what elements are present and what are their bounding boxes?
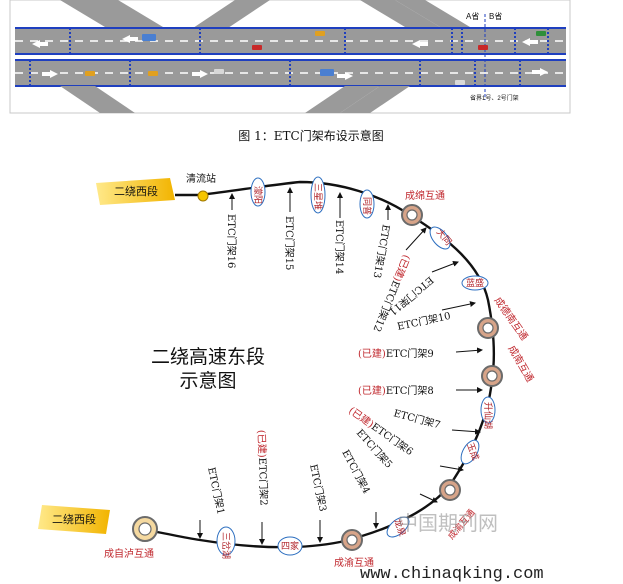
interchange-label: 成渝互通 (334, 556, 374, 569)
interchange-label: 成自泸互通 (104, 547, 154, 560)
interchange-label: 成南互通 (505, 343, 536, 384)
west-segment-bottom-label: 二绕西段 (52, 512, 96, 526)
node-mengyang: 濛阳 (250, 177, 266, 207)
gantry-8: (已建)ETC门架8 (358, 384, 483, 397)
west-segment-top: 二绕西段 (96, 178, 175, 205)
gantry-note: 省界1号、2号门架 (470, 94, 519, 102)
gantry-10: ETC门架10 (396, 301, 476, 333)
gantry-15: ETC门架15 (283, 187, 296, 270)
interchange-chengyu: 成渝互通 (334, 529, 374, 569)
road-diagram: A省 B省 省界1号、2号门架 (9, 0, 571, 114)
bottom-ramps (60, 86, 410, 113)
station-label: 清流站 (186, 172, 216, 185)
website-url: www.chinaqking.com (360, 565, 544, 584)
node-sanxingdui: 三星堆 (310, 176, 326, 214)
gantry-3: ETC门架3 (307, 463, 330, 543)
svg-text:ETC门架13: ETC门架13 (371, 223, 393, 279)
node-sijia: 四家 (277, 536, 303, 556)
svg-text:三星堆: 三星堆 (312, 183, 323, 210)
west-segment-bottom: 二绕西段 (38, 505, 110, 534)
traffic-arrows (32, 35, 548, 80)
gantry-4: ETC门架4 (339, 447, 379, 529)
svg-text:四家: 四家 (281, 540, 299, 552)
vehicles (85, 31, 546, 85)
svg-text:三岔湖: 三岔湖 (220, 532, 231, 559)
svg-text:ETC门架10: ETC门架10 (396, 309, 452, 333)
gantry-16: ETC门架16 (225, 193, 238, 268)
interchange-chengdenan: 成德南互通 (477, 294, 531, 343)
gantry-13: ETC门架13 (371, 204, 393, 279)
node-sanchahu: 三岔湖 (216, 526, 236, 559)
gantry-9: (已建)ETC门架9 (358, 347, 483, 360)
svg-text:蓝盛: 蓝盛 (466, 277, 484, 289)
figure1-caption: 图 1：ETC门架布设示意图 (238, 128, 383, 143)
label-province-a: A省 (466, 11, 479, 21)
node-shengxianhu: 升仙湖 (480, 396, 496, 429)
top-ramps (60, 0, 475, 30)
diagram-title-line1: 二绕高速东段 (151, 346, 265, 368)
svg-text:ETC门架7: ETC门架7 (392, 406, 442, 431)
svg-text:同普: 同普 (361, 197, 373, 215)
svg-text:ETC门架16: ETC门架16 (225, 214, 238, 268)
svg-text:ETC门架14: ETC门架14 (333, 220, 346, 274)
svg-text:ETC门架3: ETC门架3 (307, 463, 330, 513)
west-segment-top-label: 二绕西段 (114, 184, 158, 198)
svg-text:ETC门架1: ETC门架1 (205, 466, 228, 516)
interchange-chengnan: 成南互通 (481, 343, 537, 387)
station-dot (197, 190, 209, 202)
interchange-label: 成德南互通 (492, 294, 531, 342)
watermark: 中国期刊网 (398, 511, 498, 535)
svg-text:濛阳: 濛阳 (252, 186, 264, 204)
svg-text:升仙湖: 升仙湖 (482, 402, 494, 429)
node-yucheng: 玉成 (460, 439, 482, 465)
node-lansheng: 蓝盛 (461, 275, 489, 291)
ring-diagram: 二绕西段 二绕西段 清流站 成绵互通 成德南互通 成南互通 成渝互通 成渝互通 (38, 172, 544, 584)
interchange-label: 成绵互通 (405, 189, 445, 202)
gantry-14: ETC门架14 (333, 192, 346, 274)
svg-text:ETC门架15: ETC门架15 (283, 216, 296, 270)
gantry-2: (已建)ETC门架2 (255, 430, 271, 545)
interchange-chengzilu: 成自泸互通 (104, 516, 158, 560)
svg-text:(已建)ETC门架2: (已建)ETC门架2 (255, 430, 271, 506)
road-gantries (29, 28, 549, 86)
node-longquan: 龙泉 (386, 516, 410, 538)
svg-text:(已建)ETC门架8: (已建)ETC门架8 (358, 384, 434, 397)
gantry-7: ETC门架7 (392, 406, 481, 435)
diagram-title-line2: 示意图 (179, 370, 236, 392)
interchange-chengmian: 成绵互通 (401, 189, 445, 226)
svg-text:(已建)ETC门架9: (已建)ETC门架9 (358, 347, 434, 360)
svg-text:ETC门架4: ETC门架4 (339, 447, 373, 495)
node-tongpu: 同普 (359, 189, 375, 219)
label-province-b: B省 (489, 11, 502, 21)
